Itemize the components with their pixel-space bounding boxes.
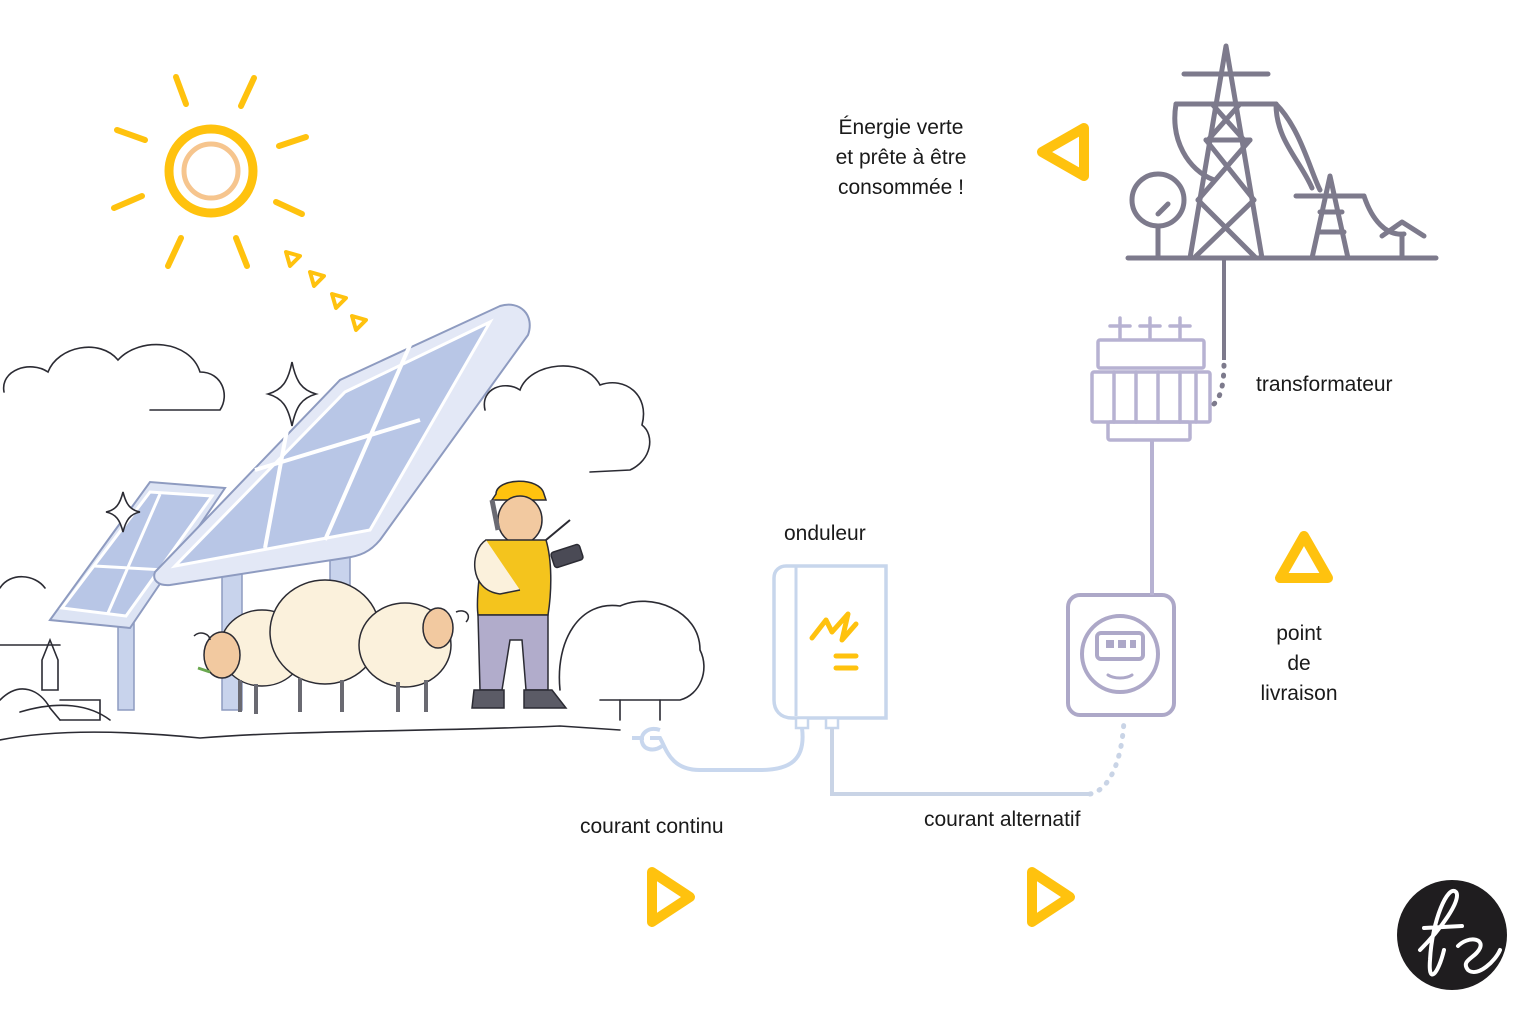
transformer-icon <box>1090 316 1212 442</box>
inverter-label: onduleur <box>784 522 866 545</box>
worker-icon <box>471 480 584 709</box>
sheep-icon <box>193 579 470 714</box>
plug-icon <box>632 727 664 752</box>
delivery-point-label: point de livraison <box>1244 619 1354 709</box>
transformer-dotted-cable <box>1211 359 1227 407</box>
transformer-label: transformateur <box>1256 373 1393 396</box>
delivery-point-line-3: livraison <box>1260 682 1338 705</box>
energy-label-line-1: Énergie verte <box>838 116 964 139</box>
meter-icon <box>1066 593 1176 717</box>
solar-panel-icon <box>48 303 531 711</box>
delivery-point-line-1: point <box>1276 622 1322 645</box>
energy-label-line-3: consommée ! <box>837 176 965 199</box>
sun-icon <box>111 74 309 269</box>
energy-label: Énergie verte et prête à être consommée … <box>812 113 990 203</box>
arrow-icon <box>647 123 1333 927</box>
alternating-current-label: courant alternatif <box>924 808 1081 831</box>
ac-cable <box>830 728 1090 796</box>
dc-cable <box>650 727 805 772</box>
energy-label-line-2: et prête à être <box>835 146 967 169</box>
landscape-clouds <box>0 343 705 741</box>
inverter-icon <box>772 564 888 730</box>
ac-cable-dotted <box>1087 717 1127 797</box>
sun-ray-arrows <box>284 250 368 332</box>
logo-icon <box>1397 880 1507 990</box>
delivery-point-line-2: de <box>1287 652 1311 675</box>
pylon-icon <box>1125 43 1439 261</box>
direct-current-label: courant continu <box>580 815 724 838</box>
